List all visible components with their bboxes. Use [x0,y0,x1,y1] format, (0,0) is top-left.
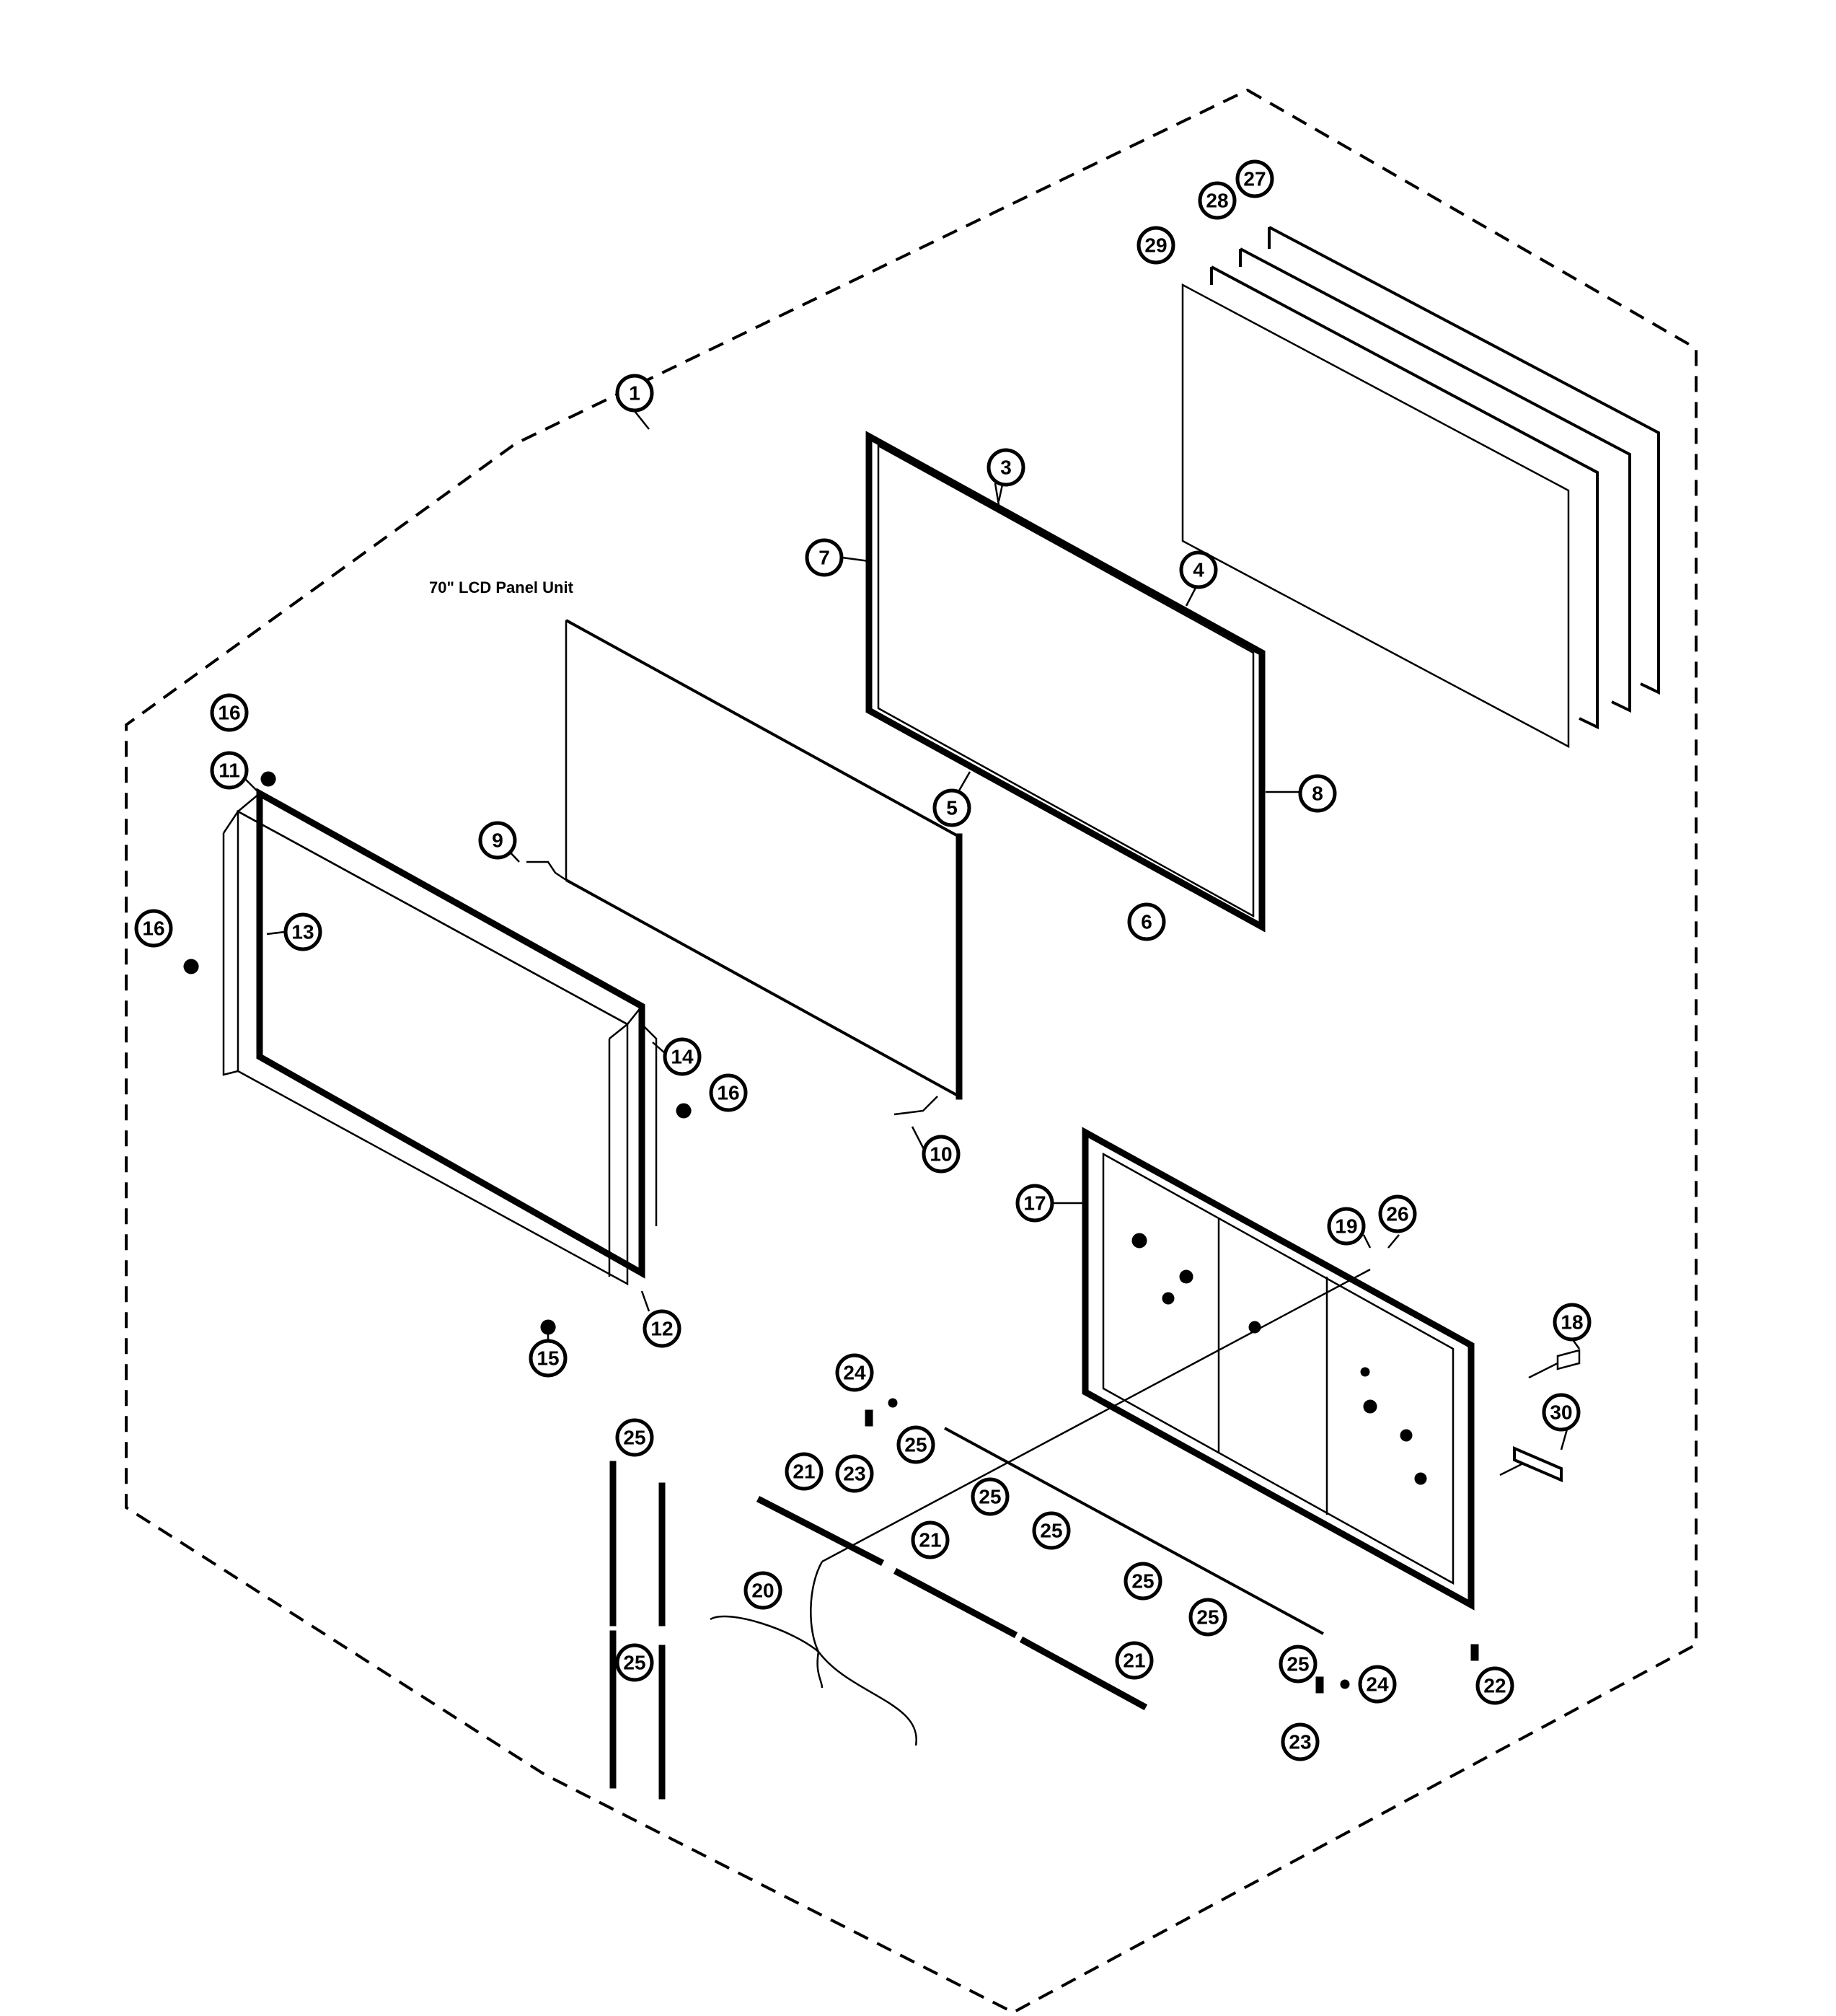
svg-text:4: 4 [1193,559,1204,581]
callout-25c: 25 [1032,1511,1071,1550]
callout-10: 10 [922,1135,961,1174]
callout-6: 6 [1127,902,1166,941]
lcd-panel [526,619,963,1116]
callout-25f: 25 [1279,1645,1318,1683]
svg-text:21: 21 [919,1529,941,1551]
svg-text:19: 19 [1335,1215,1357,1238]
svg-text:13: 13 [291,921,314,943]
optical-sheets [1181,226,1660,749]
svg-text:28: 28 [1206,190,1228,212]
svg-text:30: 30 [1550,1401,1572,1424]
callout-25a: 25 [896,1425,935,1464]
svg-text:16: 16 [142,917,164,940]
svg-text:9: 9 [492,829,503,852]
callout-29: 29 [1137,226,1175,265]
callout-21b: 21 [911,1520,950,1559]
svg-text:5: 5 [946,797,958,819]
svg-text:23: 23 [1289,1731,1311,1753]
svg-text:25: 25 [904,1434,927,1456]
svg-text:25: 25 [1286,1653,1309,1676]
svg-text:25: 25 [1131,1570,1154,1593]
svg-text:6: 6 [1141,911,1152,933]
callout-21a: 21 [785,1452,824,1491]
svg-text:24: 24 [843,1362,866,1384]
callout-1: 1 [615,374,654,413]
svg-text:18: 18 [1561,1311,1583,1334]
callout-27: 27 [1235,159,1274,198]
svg-text:20: 20 [751,1580,774,1602]
callout-23a: 23 [835,1454,874,1493]
svg-text:25: 25 [1040,1520,1062,1542]
callout-13: 13 [283,912,322,951]
svg-text:10: 10 [930,1143,952,1166]
callout-22: 22 [1475,1666,1514,1705]
callout-15: 15 [529,1339,568,1378]
svg-text:16: 16 [717,1082,739,1104]
panel-frame [865,431,1266,933]
callout-4: 4 [1179,550,1218,589]
callout-3: 3 [987,448,1025,487]
callout-8: 8 [1298,774,1337,813]
svg-text:21: 21 [1123,1650,1145,1672]
front-bezel [183,771,692,1335]
callout-30: 30 [1542,1393,1581,1432]
small-parts [609,1268,1581,1800]
svg-text:17: 17 [1023,1192,1046,1215]
callout-5: 5 [932,788,971,827]
svg-text:23: 23 [843,1463,865,1485]
callout-12: 12 [643,1309,681,1348]
callout-21c: 21 [1115,1641,1154,1680]
svg-text:25: 25 [979,1486,1001,1508]
svg-text:25: 25 [623,1427,645,1449]
callout-11: 11 [210,751,249,790]
callout-24b: 24 [1358,1665,1397,1704]
svg-text:12: 12 [650,1318,673,1340]
svg-text:1: 1 [629,382,640,405]
callout-24a: 24 [835,1353,874,1392]
callout-25h: 25 [615,1643,654,1682]
svg-text:27: 27 [1243,168,1266,190]
callout-26: 26 [1378,1194,1417,1233]
callout-25e: 25 [1188,1598,1227,1637]
callout-18: 18 [1553,1303,1592,1342]
callout-16a: 16 [210,693,249,732]
callout-16c: 16 [709,1073,748,1112]
svg-text:25: 25 [1196,1606,1219,1629]
svg-text:25: 25 [623,1652,645,1674]
callout-19: 19 [1327,1207,1366,1246]
assembly-boundary [125,88,1698,2015]
svg-text:24: 24 [1366,1673,1389,1696]
back-chassis [1082,1127,1475,1611]
callout-20: 20 [743,1571,782,1610]
callout-17: 17 [1015,1184,1054,1223]
callout-25b: 25 [971,1477,1010,1516]
callout-25g: 25 [615,1418,654,1457]
svg-text:7: 7 [818,547,830,569]
svg-text:22: 22 [1483,1675,1506,1697]
svg-text:3: 3 [1000,457,1012,479]
callout-14: 14 [663,1037,702,1076]
callout-25d: 25 [1124,1562,1162,1601]
svg-text:16: 16 [218,702,240,724]
svg-text:21: 21 [793,1461,815,1483]
callout-9: 9 [478,821,517,860]
callout-28: 28 [1198,181,1237,220]
svg-text:8: 8 [1312,783,1323,805]
svg-text:11: 11 [219,760,240,782]
svg-text:15: 15 [537,1347,559,1370]
svg-text:14: 14 [671,1046,694,1068]
callout-7: 7 [805,538,844,577]
svg-text:26: 26 [1386,1203,1408,1225]
callout-23b: 23 [1281,1722,1320,1761]
panel-title: 70" LCD Panel Unit [429,578,574,597]
svg-text:29: 29 [1144,234,1167,257]
callout-16b: 16 [134,909,173,948]
